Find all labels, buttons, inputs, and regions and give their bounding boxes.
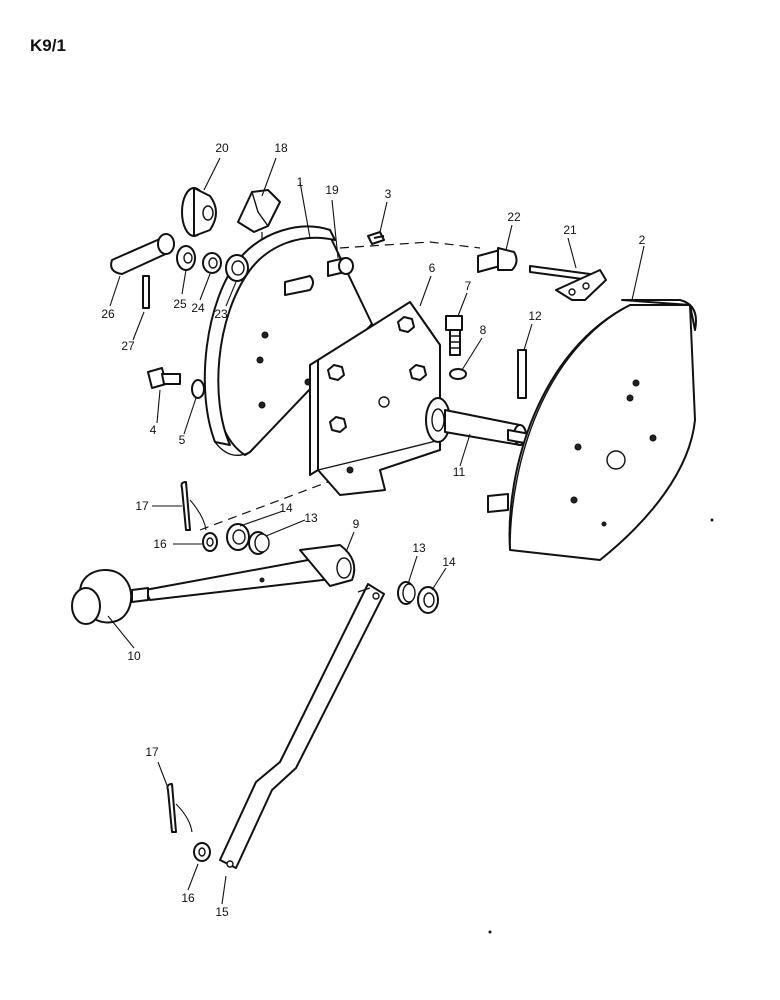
part-15-link-rod [219,583,385,869]
callout-14-right: 14 [442,555,456,569]
callout-19: 19 [325,183,339,197]
callout-26: 26 [101,307,115,321]
arrow-17-lower [175,803,193,833]
callout-12: 12 [528,309,542,323]
callout-8: 8 [480,323,487,337]
callout-3: 3 [385,187,392,201]
part-16-washer-upper [202,532,218,552]
callout-7: 7 [465,279,472,293]
leader-lines [107,157,645,905]
part-10-gear-knob [71,569,133,625]
callout-2: 2 [639,233,646,247]
speck [488,930,492,934]
part-7-bolt [445,315,463,356]
part-22-spacer [477,247,518,273]
callout-16-upper: 16 [153,537,167,551]
speck [710,518,714,522]
part-14-washer-upper [226,523,250,551]
callout-4: 4 [150,423,157,437]
part-4-bolt [147,367,181,389]
callout-13-right: 13 [412,541,426,555]
callout-labels: 1 2 3 4 5 6 7 8 9 10 11 12 13 13 14 14 1… [101,141,645,919]
part-5-washer [191,379,205,399]
callout-14-upper: 14 [279,501,293,515]
part-9-lever-arm [131,544,356,603]
page-reference: K9/1 [30,36,66,55]
part-19-pivot-pin [327,257,354,277]
part-14-washer-right [417,586,439,614]
part-20-knurled-nut [181,187,217,237]
part-13-bush-upper [248,531,270,555]
callout-17-lower: 17 [145,745,159,759]
part-16-washer-lower [193,842,211,862]
callout-5: 5 [179,433,186,447]
callout-22: 22 [507,210,521,224]
part-6-bracket [309,301,441,496]
callout-10: 10 [127,649,141,663]
callout-25: 25 [173,297,187,311]
callout-20: 20 [215,141,229,155]
callout-27: 27 [121,339,135,353]
callout-11: 11 [453,465,466,479]
part-13-bush-right [397,581,416,605]
part-3-screw [367,231,385,245]
arrow-17-upper [189,499,207,531]
callout-9: 9 [353,517,360,531]
callout-1: 1 [297,175,304,189]
part-17-split-pin-upper [180,481,191,531]
callout-23: 23 [214,307,228,321]
callout-15: 15 [215,905,229,919]
callout-17-upper: 17 [135,499,149,513]
part-26-lever [110,233,175,275]
callout-16-lower: 16 [181,891,195,905]
part-24-washer [202,252,222,274]
callout-13-upper: 13 [304,511,318,525]
part-18-knob [237,189,281,233]
part-23-washer [225,254,249,282]
part-21-selector-rod [529,265,607,301]
callout-24: 24 [191,301,205,315]
callout-18: 18 [274,141,288,155]
part-8-washer [449,368,467,380]
part-12-roll-pin [517,349,527,399]
callout-21: 21 [563,223,577,237]
part-11-shaft [425,397,531,446]
part-2-right-cover [487,299,697,561]
part-25-nut [176,245,196,271]
part-17-split-pin-lower [166,783,177,833]
callout-6: 6 [429,261,436,275]
part-27-pin [142,275,150,309]
